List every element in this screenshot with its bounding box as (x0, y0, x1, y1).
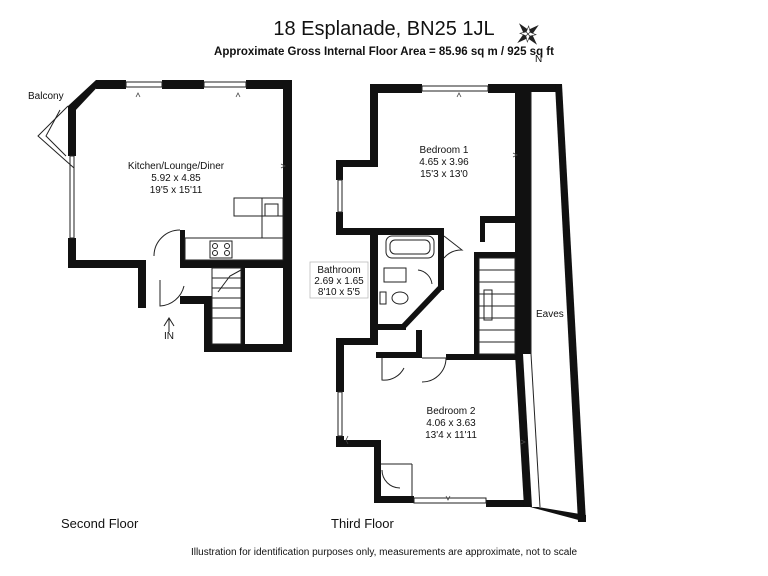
eaves-wall (530, 507, 586, 522)
wall (438, 228, 444, 290)
bedroom2-imperial: 13'4 x 11'11 (425, 430, 477, 441)
wall (68, 238, 76, 268)
wall (96, 80, 126, 89)
cupboard-door (381, 469, 401, 489)
wall (204, 296, 212, 352)
wall (336, 440, 380, 447)
window (337, 391, 343, 437)
wall (376, 324, 406, 330)
wall (370, 84, 378, 166)
window (337, 179, 343, 213)
wall (68, 80, 104, 112)
wall (374, 496, 414, 503)
wall (68, 260, 142, 268)
staircase (211, 267, 242, 345)
kitchen-worktop (184, 237, 284, 261)
wall (336, 338, 378, 345)
wall (515, 354, 532, 507)
wall (486, 500, 530, 507)
wall (400, 284, 444, 330)
wall (336, 212, 343, 234)
door-swing (153, 229, 181, 257)
bathroom-name: Bathroom (317, 265, 360, 276)
wall (488, 84, 523, 93)
wall (376, 352, 422, 358)
wall (480, 216, 485, 242)
wall (370, 84, 422, 93)
wall (180, 296, 212, 304)
compass-icon: N (517, 23, 542, 64)
floor-area-subtitle: Approximate Gross Internal Floor Area = … (214, 46, 554, 58)
wall (283, 80, 292, 352)
kitchen-imperial: 19'5 x 15'11 (150, 185, 203, 196)
door-swing (443, 235, 464, 259)
balcony-outline (37, 105, 75, 169)
wall (446, 354, 523, 360)
wall (180, 230, 185, 268)
eaves-wall (523, 84, 560, 354)
bedroom1-imperial: 15'3 x 13'0 (420, 169, 468, 180)
hob (209, 240, 233, 259)
window (69, 155, 75, 239)
compass-north-label: N (535, 54, 542, 64)
toilet (391, 291, 409, 305)
kitchen-worktop (233, 197, 284, 217)
wall (336, 338, 344, 392)
second-floor-label: Second Floor (61, 516, 139, 531)
door-swing (381, 358, 405, 381)
third-floor-label: Third Floor (331, 516, 395, 531)
wall (246, 80, 292, 89)
balcony-rail (45, 109, 67, 157)
bedroom1-name: Bedroom 1 (420, 145, 469, 156)
kitchen-name: Kitchen/Lounge/Diner (128, 161, 225, 172)
window (125, 81, 163, 88)
basin (383, 267, 407, 283)
bedroom2-metric: 4.06 x 3.63 (426, 418, 476, 429)
window (413, 497, 487, 504)
wall (336, 160, 378, 167)
bathroom-label-box (309, 261, 369, 299)
disclaimer-text: Illustration for identification purposes… (190, 547, 578, 558)
window (421, 85, 489, 92)
bedroom2-name: Bedroom 2 (427, 406, 476, 417)
eaves-wall (555, 84, 586, 522)
wall (180, 260, 283, 268)
window (203, 81, 247, 88)
bathroom-metric: 2.69 x 1.65 (314, 276, 364, 287)
wall (474, 252, 479, 356)
wall (374, 440, 381, 502)
door-swing (421, 357, 447, 383)
wall (474, 252, 523, 258)
wall (336, 160, 343, 180)
bathroom-imperial: 8'10 x 5'5 (318, 287, 361, 298)
balcony-label: Balcony (28, 91, 64, 102)
kitchen-metric: 5.92 x 4.85 (151, 173, 201, 184)
sink (264, 203, 279, 217)
wall (416, 330, 422, 358)
entrance-label: IN (164, 331, 174, 342)
stair-well (483, 289, 493, 321)
wall (370, 228, 378, 338)
wall (162, 80, 204, 89)
eaves-label-box (532, 306, 566, 322)
wall (336, 228, 444, 235)
wall (138, 260, 146, 308)
eaves-label: Eaves (536, 309, 564, 320)
bedroom1-metric: 4.65 x 3.96 (419, 157, 469, 168)
entrance-door-swing (159, 280, 185, 307)
bath (385, 235, 435, 259)
wall (68, 106, 76, 156)
wall (204, 344, 292, 352)
door-swing (417, 269, 433, 285)
wall (241, 268, 245, 344)
wall (480, 216, 523, 223)
property-address-title: 18 Esplanade, BN25 1JL (273, 18, 495, 40)
